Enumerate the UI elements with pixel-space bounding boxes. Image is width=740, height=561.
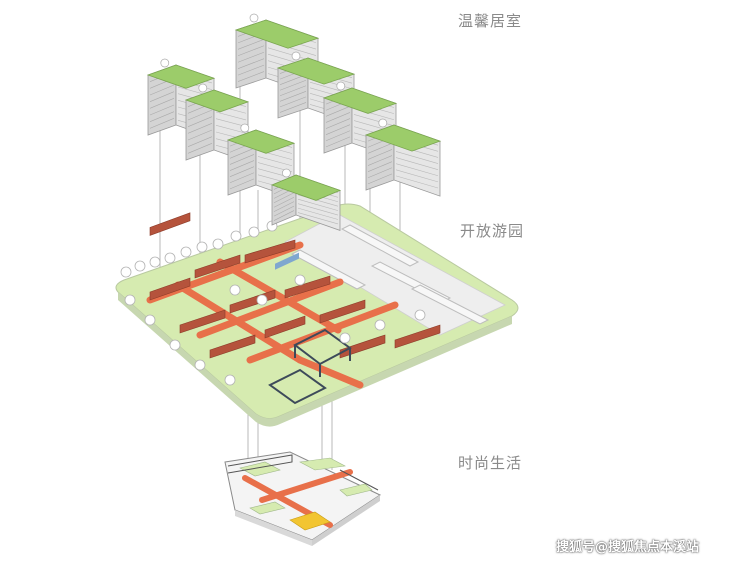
residential-tower xyxy=(276,51,356,125)
layer-label-homes: 温馨居室 xyxy=(458,12,523,30)
residential-tower xyxy=(364,118,442,197)
garden-plaza xyxy=(115,203,519,427)
pool xyxy=(275,252,299,270)
residential-tower xyxy=(270,168,342,231)
source-watermark: 搜狐号@搜狐焦点本溪站 xyxy=(556,540,700,555)
layer-label-garden: 开放游园 xyxy=(460,222,525,240)
pavilion xyxy=(268,328,352,405)
layer-label-lifestyle: 时尚生活 xyxy=(458,454,523,472)
residential-towers xyxy=(146,13,442,231)
underground-commercial xyxy=(224,451,382,546)
residential-tower xyxy=(184,83,250,163)
